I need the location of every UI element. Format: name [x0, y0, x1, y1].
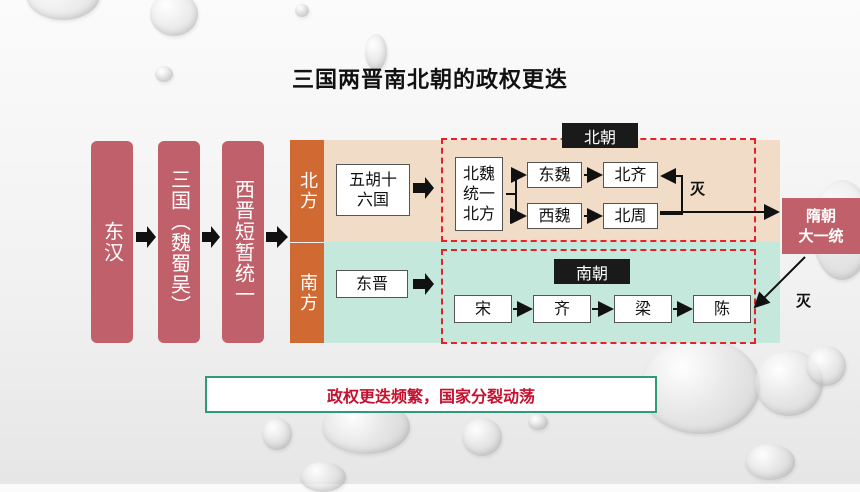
box-beiqi: 北齐 [603, 162, 658, 188]
water-drop [640, 338, 760, 434]
block-arrow [413, 273, 434, 295]
block-arrow [413, 177, 434, 199]
block-arrow [266, 226, 288, 248]
sui-unification-box: 隋朝 大一统 [782, 198, 860, 254]
water-drop [155, 66, 173, 82]
result-line1: 隋朝 [805, 206, 836, 225]
water-drop [150, 0, 198, 36]
box-liang: 梁 [614, 295, 672, 323]
water-drop [462, 418, 502, 456]
page-title: 三国两晋南北朝的政权更迭 [291, 68, 568, 93]
result-line2: 大一统 [798, 227, 844, 245]
box-beiwei: 北魏统一北方 [455, 157, 503, 231]
stage-xijin: 西晋短暂统一 [222, 141, 264, 343]
water-drop [262, 418, 292, 450]
water-drop [806, 346, 846, 386]
arrow-sui-mie-chen [753, 256, 806, 309]
water-drop [26, 0, 100, 20]
split-bracket [506, 174, 524, 216]
mie-label-north: 灭 [690, 180, 706, 198]
water-drop [745, 444, 795, 480]
box-qi: 齐 [533, 295, 591, 323]
south-dynasty-label: 南朝 [554, 259, 630, 284]
block-arrow [202, 226, 220, 248]
water-drop [295, 4, 309, 17]
south-side-label: 南方 [290, 243, 324, 343]
box-wuhu: 五胡十六国 [336, 164, 410, 216]
water-drop [528, 414, 548, 430]
arrow-beizhou-mie-beiqi [660, 168, 683, 215]
box-song: 宋 [454, 295, 512, 323]
stage-sanguo: 三国（魏蜀吴） [158, 141, 200, 343]
stage-donghan: 东汉 [91, 141, 133, 343]
box-beizhou: 北周 [603, 203, 658, 229]
box-dongwei: 东魏 [527, 162, 582, 188]
water-drop [365, 34, 387, 70]
box-dongjin: 东晋 [336, 270, 408, 298]
block-arrow [136, 226, 156, 248]
north-dynasty-label: 北朝 [562, 123, 638, 148]
north-side-label: 北方 [290, 140, 324, 242]
mie-label-south: 灭 [796, 292, 812, 310]
conclusion-box: 政权更迭频繁，国家分裂动荡 [205, 376, 657, 413]
box-chen: 陈 [693, 295, 751, 323]
